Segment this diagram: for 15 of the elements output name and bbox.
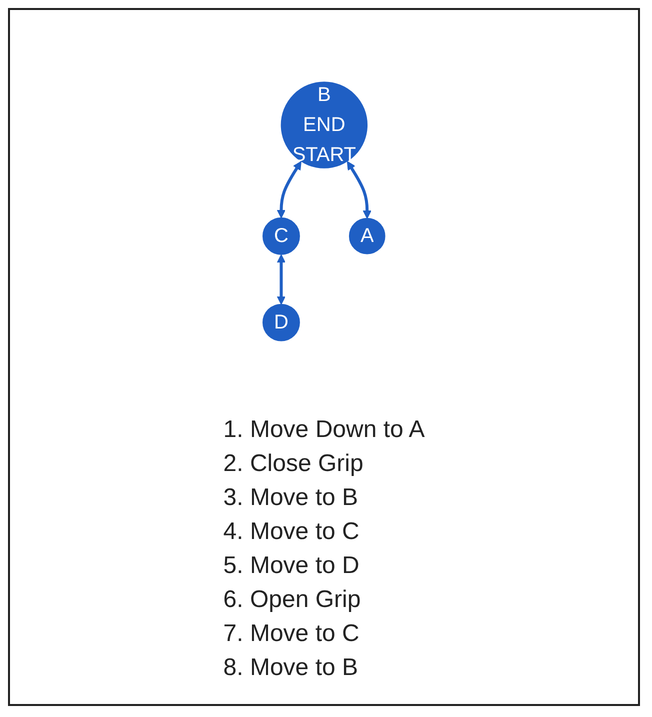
step-text: 6. Open Grip	[223, 586, 362, 614]
arrow	[347, 160, 372, 218]
node-circle: C	[262, 216, 300, 254]
step-text: 5. Move to D	[223, 552, 360, 580]
step-text: 1. Move Down to A	[223, 416, 425, 444]
node-circle: D	[262, 303, 300, 341]
step-text: 3. Move to B	[223, 484, 360, 512]
arrow	[276, 254, 286, 304]
node-circle: A	[349, 218, 386, 254]
step-text: 7. Move to C	[223, 620, 360, 648]
arrow	[276, 160, 302, 218]
step-text: 2. Close Grip	[223, 450, 364, 478]
node-circle: B END START	[280, 81, 368, 168]
step-text: 8. Move to B	[223, 654, 360, 682]
step-text: 4. Move to C	[223, 518, 360, 546]
